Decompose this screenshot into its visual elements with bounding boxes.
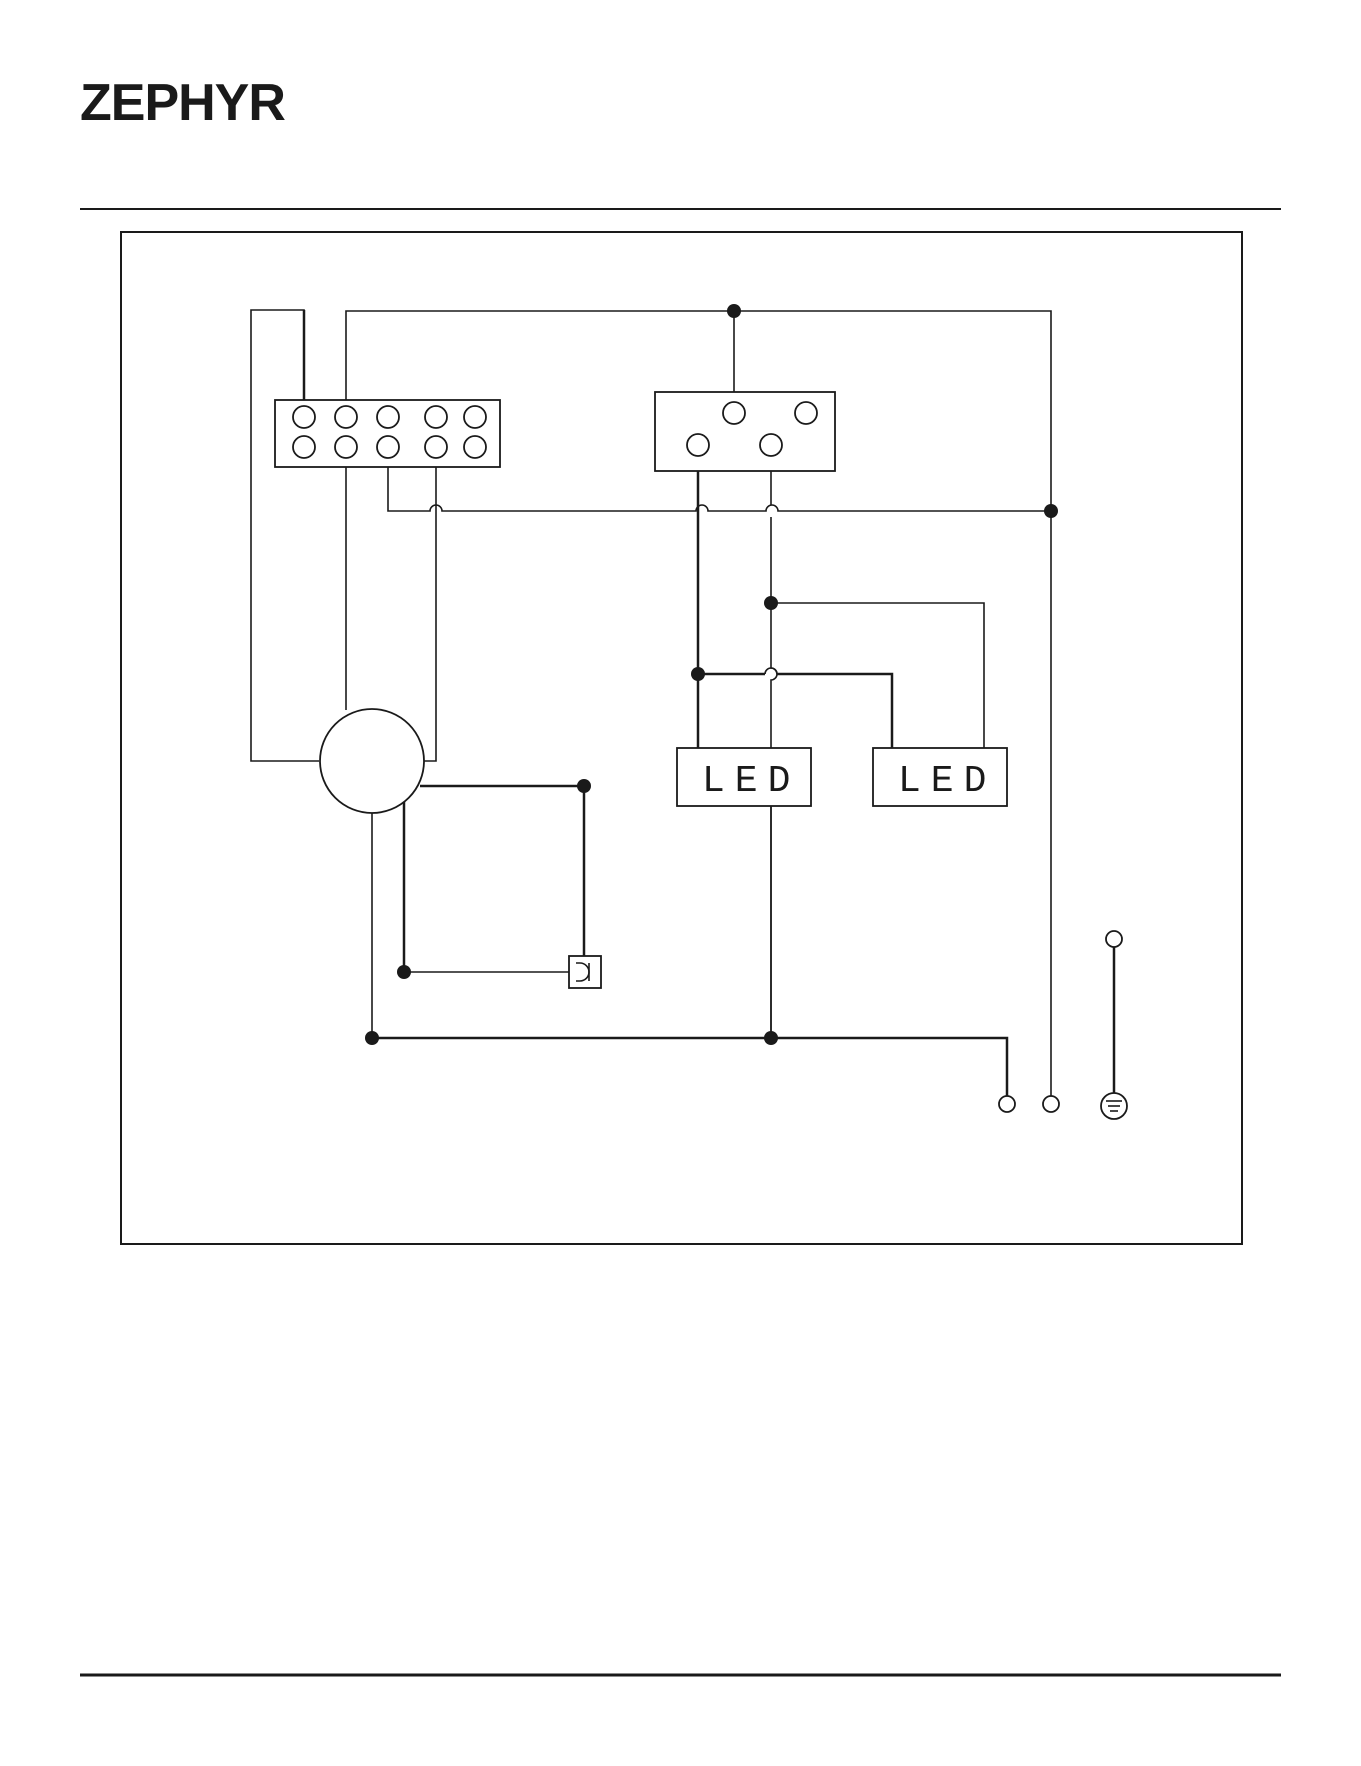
wire-to-led-right-b2 <box>777 674 892 748</box>
led-right: LED <box>873 748 1007 806</box>
connector-pin <box>293 406 315 428</box>
diagram-frame <box>121 232 1242 1244</box>
junction-dot <box>764 596 778 610</box>
led-right-label: LED <box>898 760 996 803</box>
terminal-line <box>1043 1096 1059 1112</box>
junction-dot <box>397 965 411 979</box>
wire-pin4-to-motor <box>420 456 436 761</box>
connector-block <box>275 400 500 467</box>
terminal-ground-top <box>1106 931 1122 947</box>
motor-circle <box>320 709 424 813</box>
connector-pin <box>293 436 315 458</box>
switch-pin <box>760 434 782 456</box>
ground-icon <box>1101 1093 1127 1119</box>
switch-pin <box>795 402 817 424</box>
connector-pin <box>335 406 357 428</box>
led-left: LED <box>677 748 811 806</box>
brand-logo: ZEPHYR <box>80 74 285 132</box>
capacitor-housing <box>569 956 601 988</box>
wire-switch-right-down <box>771 456 777 1038</box>
capacitor <box>569 956 601 988</box>
led-left-label: LED <box>702 760 800 803</box>
wire-motor-to-cap <box>420 786 584 958</box>
terminal-neutral <box>999 1096 1015 1112</box>
connector-pin <box>377 406 399 428</box>
junction-dot <box>365 1031 379 1045</box>
wire-hop <box>765 668 777 674</box>
switch-pin <box>687 434 709 456</box>
connector-pin <box>377 436 399 458</box>
switch-pin <box>723 402 745 424</box>
connector-pin <box>335 436 357 458</box>
connector-pin <box>425 436 447 458</box>
connector-pin <box>425 406 447 428</box>
connector-pin <box>464 406 486 428</box>
junction-dot <box>577 779 591 793</box>
junction-dot <box>764 1031 778 1045</box>
connector-pin <box>464 436 486 458</box>
switch-block <box>655 392 835 471</box>
junction-dot <box>691 667 705 681</box>
wire-bottom-bus <box>372 1038 1007 1104</box>
wire-pin1-to-motor <box>251 310 319 761</box>
wire-to-led-right-a <box>771 603 984 748</box>
wiring-diagram: LED LED <box>251 304 1127 1119</box>
junction-dot <box>727 304 741 318</box>
junction-dot <box>1044 504 1058 518</box>
